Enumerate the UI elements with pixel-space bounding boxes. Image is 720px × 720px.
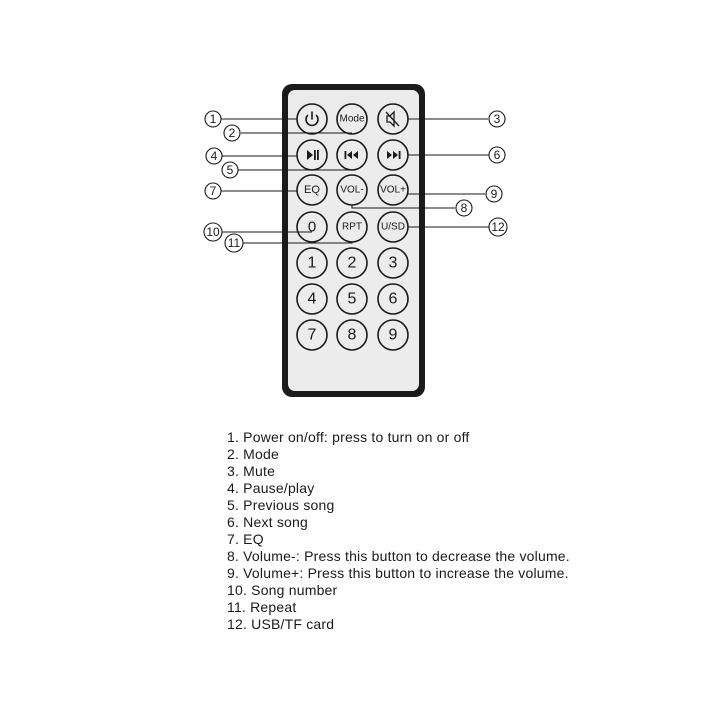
zero-label: 0 [308, 219, 316, 236]
digit-button-3[interactable]: 3 [377, 247, 409, 279]
digit-label: 4 [308, 291, 317, 308]
vol-up-label: VOL+ [380, 185, 406, 196]
mode-label: Mode [339, 114, 364, 125]
mode-button[interactable]: Mode [336, 103, 368, 135]
play-pause-button[interactable] [296, 139, 328, 171]
remote-diagram: Mode EQ [203, 84, 508, 397]
eq-button[interactable]: EQ [296, 174, 328, 206]
digit-button-9[interactable]: 9 [377, 319, 409, 351]
vol-up-button[interactable]: VOL+ [377, 174, 409, 206]
digit-button-4[interactable]: 4 [296, 283, 328, 315]
previous-icon [344, 151, 358, 159]
callout-10: 10 [203, 222, 223, 242]
digit-label: 9 [389, 327, 398, 344]
digit-label: 6 [389, 291, 398, 308]
digit-label: 7 [308, 327, 317, 344]
callout-leader-lines [221, 118, 489, 244]
callout-number: 1 [210, 112, 217, 126]
callout-number: 5 [227, 163, 234, 177]
digit-button-5[interactable]: 5 [336, 283, 368, 315]
power-button[interactable] [296, 103, 328, 135]
callout-3: 3 [488, 110, 506, 128]
repeat-button[interactable]: RPT [336, 211, 368, 243]
digit-label: 3 [389, 255, 398, 272]
callout-5: 5 [221, 161, 239, 179]
callout-number: 6 [494, 148, 501, 162]
play-pause-icon [307, 150, 319, 160]
digit-button-8[interactable]: 8 [336, 319, 368, 351]
vol-down-button[interactable]: VOL- [336, 174, 368, 206]
callout-number: 11 [228, 236, 241, 250]
callout-11: 11 [224, 233, 244, 253]
legend-item: 12. USB/TF card [227, 616, 335, 632]
legend-item: 7. EQ [227, 531, 264, 547]
digit-label: 5 [348, 291, 357, 308]
digit-label: 8 [348, 327, 357, 344]
digit-button-6[interactable]: 6 [377, 283, 409, 315]
legend-item: 5. Previous song [227, 497, 335, 513]
usb-sd-button[interactable]: U/SD [377, 211, 409, 243]
callout-number: 9 [491, 187, 498, 201]
digit-label: 1 [308, 255, 317, 272]
digit-button-7[interactable]: 7 [296, 319, 328, 351]
legend-item: 1. Power on/off: press to turn on or off [227, 429, 470, 445]
mute-icon [385, 110, 400, 128]
legend-item: 11. Repeat [227, 599, 297, 615]
legend-item: 10. Song number [227, 582, 338, 598]
legend-item: 6. Next song [227, 514, 308, 530]
callout-number: 3 [494, 112, 501, 126]
callout-4: 4 [205, 147, 223, 165]
legend-item: 2. Mode [227, 446, 279, 462]
callout-12: 12 [488, 217, 508, 237]
eq-label: EQ [304, 184, 320, 196]
digit-button-1[interactable]: 1 [296, 247, 328, 279]
callout-7: 7 [204, 182, 222, 200]
repeat-label: RPT [342, 222, 362, 233]
callout-9: 9 [485, 185, 503, 203]
callout-2: 2 [223, 124, 241, 142]
legend-item: 3. Mute [227, 463, 276, 479]
callout-number: 12 [491, 220, 505, 234]
callout-number: 4 [211, 149, 218, 163]
callout-number: 10 [206, 225, 220, 239]
legend-item: 8. Volume-: Press this button to decreas… [227, 548, 570, 564]
callout-8: 8 [455, 199, 473, 217]
mute-button[interactable] [377, 103, 409, 135]
legend-item: 4. Pause/play [227, 480, 315, 496]
callout-1: 1 [204, 110, 222, 128]
digit-label: 2 [348, 255, 357, 272]
button-legend: 1. Power on/off: press to turn on or off… [227, 429, 570, 633]
next-icon [387, 151, 401, 159]
vol-down-label: VOL- [340, 185, 363, 196]
legend-item: 9. Volume+: Press this button to increas… [227, 565, 569, 581]
previous-button[interactable] [336, 139, 368, 171]
callout-number: 8 [461, 201, 468, 215]
zero-button[interactable]: 0 [296, 211, 328, 243]
next-button[interactable] [377, 139, 409, 171]
callout-6: 6 [488, 146, 506, 164]
callout-number: 2 [229, 126, 236, 140]
usb-sd-label: U/SD [381, 222, 405, 233]
digit-button-2[interactable]: 2 [336, 247, 368, 279]
power-icon [305, 111, 319, 127]
callout-number: 7 [210, 184, 217, 198]
